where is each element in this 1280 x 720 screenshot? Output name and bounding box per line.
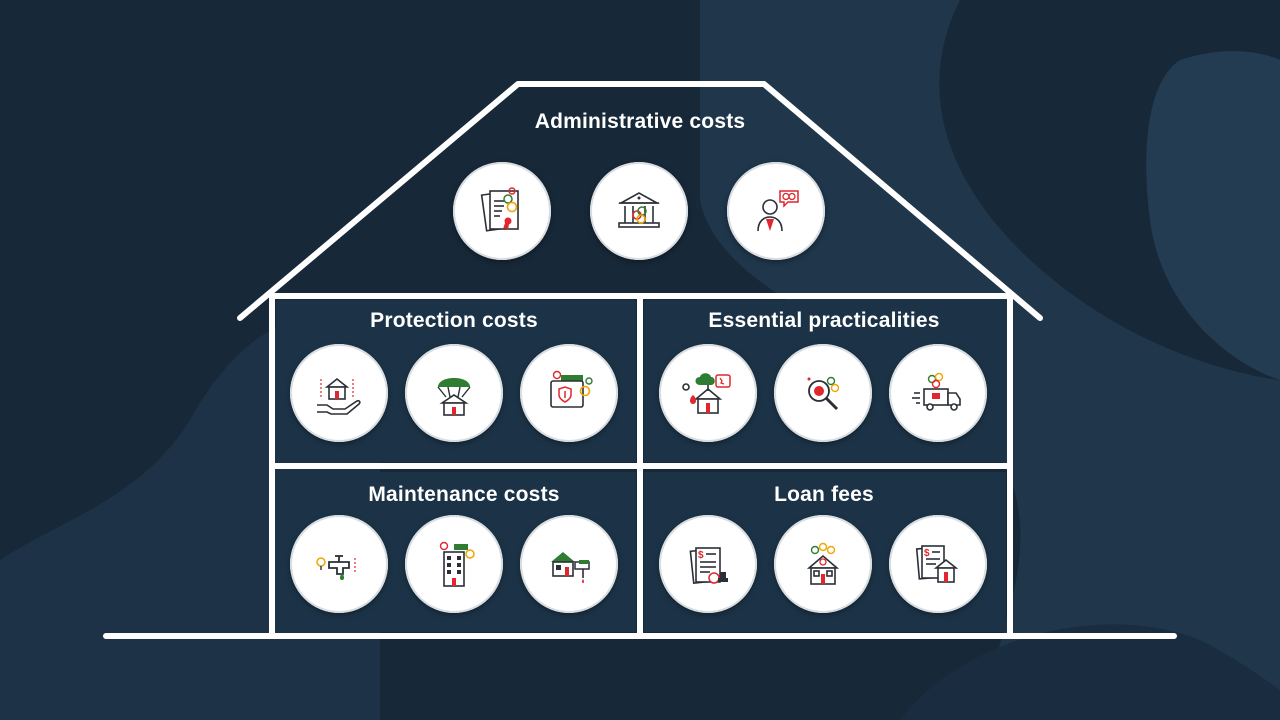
house-coins-icon[interactable] (774, 515, 872, 613)
house-documents-icon[interactable]: $ (889, 515, 987, 613)
advisor-icon[interactable] (727, 162, 825, 260)
house-repair-icon[interactable] (520, 515, 618, 613)
section-title-loan: Loan fees (774, 483, 874, 506)
apartment-building-icon[interactable] (405, 515, 503, 613)
loan-contract-stamp-icon[interactable]: $ (659, 515, 757, 613)
svg-text:$: $ (698, 550, 704, 561)
water-tap-icon[interactable] (290, 515, 388, 613)
magnifier-search-icon[interactable] (774, 344, 872, 442)
bank-building-icon[interactable] (590, 162, 688, 260)
section-title-essential: Essential practicalities (708, 309, 940, 332)
section-title-maintenance: Maintenance costs (368, 483, 560, 506)
fee-documents-icon[interactable] (453, 162, 551, 260)
moving-truck-icon[interactable] (889, 344, 987, 442)
parachute-house-icon[interactable] (405, 344, 503, 442)
section-title-administrative: Administrative costs (534, 110, 746, 133)
section-title-protection: Protection costs (370, 309, 538, 332)
utilities-house-icon[interactable] (659, 344, 757, 442)
wallet-shield-icon[interactable] (520, 344, 618, 442)
home-insurance-hand-icon[interactable] (290, 344, 388, 442)
svg-text:$: $ (924, 548, 930, 559)
roof-line (237, 81, 1043, 321)
